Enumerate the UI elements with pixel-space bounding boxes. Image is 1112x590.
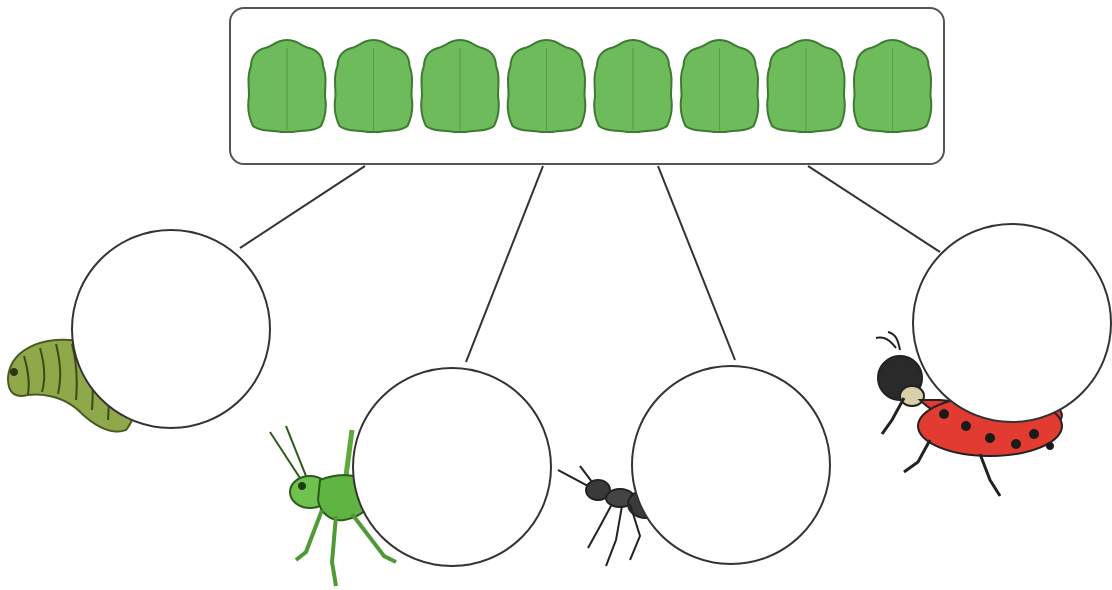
leaf-icon xyxy=(593,39,673,133)
leaf-icon xyxy=(506,39,587,133)
leaf-row xyxy=(247,39,933,133)
group-circle-4 xyxy=(912,223,1112,423)
leaf-icon xyxy=(766,39,846,133)
connector-line-1 xyxy=(239,165,366,249)
connector-line-2 xyxy=(465,165,544,363)
connector-line-3 xyxy=(657,165,736,361)
leaf-icon xyxy=(679,39,760,133)
leaf-icon xyxy=(852,39,933,133)
group-circle-1 xyxy=(71,229,271,429)
connector-lines xyxy=(239,165,941,363)
leaf-icon xyxy=(247,39,327,133)
leaf-icon xyxy=(333,39,414,133)
group-circle-3 xyxy=(631,365,831,565)
leaf-icon xyxy=(420,39,500,133)
group-circle-2 xyxy=(352,367,552,567)
connector-line-4 xyxy=(807,165,941,253)
